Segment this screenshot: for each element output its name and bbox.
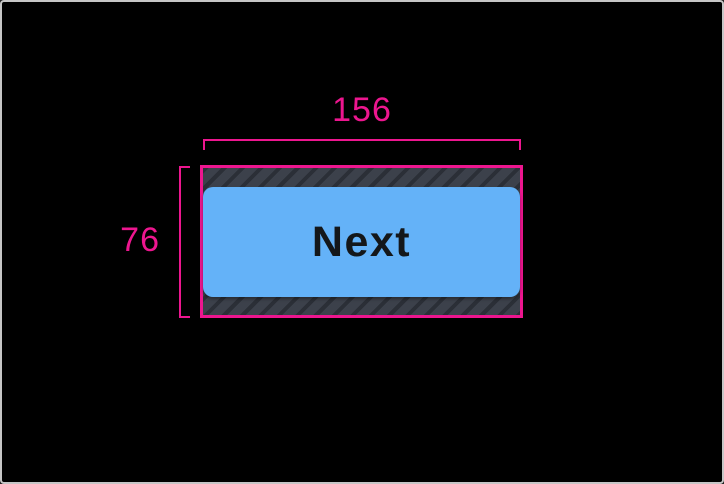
measured-widget-outline-with-padding-hatch: Next bbox=[200, 165, 523, 318]
next-button[interactable]: Next bbox=[203, 187, 520, 297]
width-dimension-bracket bbox=[203, 139, 521, 150]
height-dimension-bracket bbox=[179, 166, 190, 318]
width-dimension-label: 156 bbox=[332, 91, 392, 129]
height-dimension-label: 76 bbox=[120, 221, 160, 259]
